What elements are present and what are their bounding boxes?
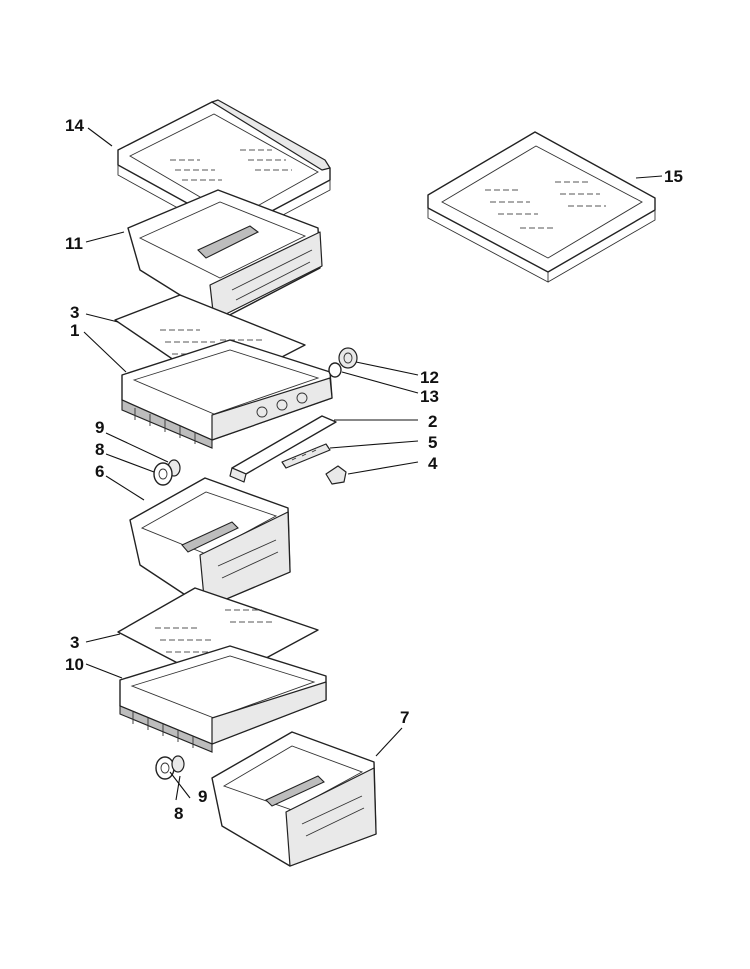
part-14-shelf bbox=[117, 99, 331, 241]
part-6-crisper-pan bbox=[129, 477, 291, 609]
part-15-shelf bbox=[427, 131, 656, 283]
part-12-knob bbox=[338, 347, 358, 369]
part-2-slide-rail bbox=[229, 415, 337, 483]
callout-2: 2 bbox=[428, 412, 437, 431]
callout-7: 7 bbox=[400, 708, 409, 727]
callout-8-upper: 8 bbox=[95, 440, 104, 459]
part-8-wheel-lower bbox=[155, 756, 175, 780]
part-7-crisper-pan bbox=[211, 731, 377, 867]
part-10-crisper-frame bbox=[119, 645, 327, 753]
callout-15: 15 bbox=[664, 167, 683, 186]
callout-3-upper: 3 bbox=[70, 303, 79, 322]
part-9-axle-lower bbox=[171, 755, 185, 773]
callout-13: 13 bbox=[420, 387, 439, 406]
callout-3-lower: 3 bbox=[70, 633, 79, 652]
part-5-slider bbox=[281, 443, 331, 469]
part-8-wheel-upper bbox=[153, 462, 173, 486]
part-11-crisper-pan bbox=[127, 189, 323, 321]
callout-10: 10 bbox=[65, 655, 84, 674]
callout-5: 5 bbox=[428, 433, 437, 452]
callout-4: 4 bbox=[428, 454, 438, 473]
callout-9-upper: 9 bbox=[95, 418, 104, 437]
part-4-clip bbox=[325, 465, 347, 485]
part-13-washer bbox=[328, 362, 342, 378]
leader-lines bbox=[83, 127, 663, 801]
part-1-crisper-frame bbox=[121, 339, 333, 449]
callout-9-lower: 9 bbox=[198, 787, 207, 806]
callout-8-lower: 8 bbox=[174, 804, 183, 823]
callout-6: 6 bbox=[95, 462, 104, 481]
callout-11: 11 bbox=[65, 234, 83, 253]
callout-12: 12 bbox=[420, 368, 439, 387]
callout-14: 14 bbox=[65, 116, 84, 135]
callout-1: 1 bbox=[70, 321, 79, 340]
